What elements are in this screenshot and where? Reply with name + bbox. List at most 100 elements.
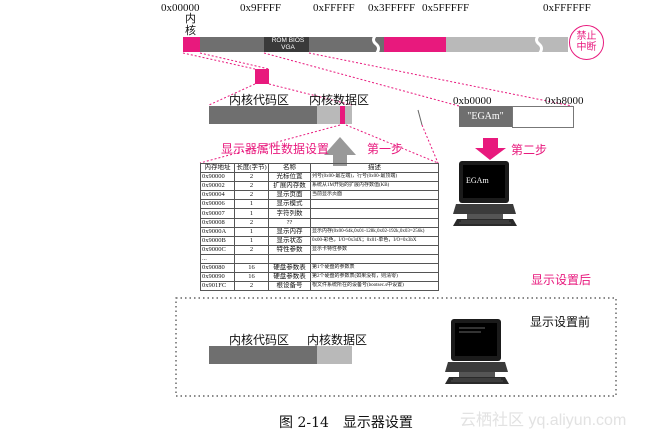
table-cell: 当前显示页面 <box>310 190 439 201</box>
table-cell: 第2个硬盘的参数表(如果没有，则清零) <box>310 272 439 283</box>
addr-label-1: 0x9FFFF <box>240 2 281 14</box>
table-cell: 16 <box>234 263 269 274</box>
table-cell: 2 <box>234 190 269 201</box>
vga-end-addr: 0xb8000 <box>545 95 584 107</box>
table-cell: 0x90007 <box>200 208 235 219</box>
no-interrupt-text-1: 禁止 <box>576 31 597 42</box>
table-cell: 0x901FC <box>200 281 235 292</box>
table-cell: 0x9000B <box>200 235 235 246</box>
table-cell: 扩展内存数 <box>268 181 311 192</box>
table-cell: 光标位置 <box>268 172 311 183</box>
addr-label-4: 0x5FFFFF <box>422 2 470 14</box>
ramdisk-segment <box>384 37 446 52</box>
table-cell: 1 <box>234 208 269 219</box>
vga-free-area <box>512 106 574 128</box>
no-interrupt-text-2: 中断 <box>576 42 597 53</box>
table-cell <box>268 253 311 265</box>
table-cell: ... <box>200 253 235 265</box>
monitor-screen-text: EGAm <box>466 176 489 185</box>
table-cell <box>310 208 439 219</box>
table-cell: 根文件系统所在的设备号(bootsec.s中设置) <box>310 281 439 292</box>
table-cell: 0x90006 <box>200 199 235 210</box>
rom-segment <box>264 37 309 52</box>
table-cell: 2 <box>234 217 269 228</box>
table-cell: 1 <box>234 199 269 210</box>
kernel-code-area-top <box>209 106 317 124</box>
table-cell: 显示内存(0x00-64k,0x01-128k,0x02-192k,0x03=2… <box>310 226 439 237</box>
step1-label: 第一步 <box>367 142 404 156</box>
addr-label-3: 0x3FFFFF <box>368 2 416 14</box>
watermark: 云栖社区 yq.aliyun.com <box>460 412 627 429</box>
table-header: 长度(字节) <box>234 162 269 174</box>
monitor-after <box>453 160 519 230</box>
table-cell: 第1个硬盘的参数表 <box>310 263 439 274</box>
table-cell: 0x9000C <box>200 244 235 255</box>
table-cell: 0x90080 <box>200 263 235 274</box>
table-cell: 字符列数 <box>268 208 311 219</box>
table-cell <box>310 217 439 228</box>
table-cell: 硬盘参数表 <box>268 263 311 274</box>
table-cell: 1 <box>234 235 269 246</box>
ext-mem-segment <box>309 37 384 52</box>
table-cell: 2 <box>234 172 269 183</box>
table-cell: 显示内存 <box>268 226 311 237</box>
table-header-row: 内存地址 长度(字节) 名称 描述 <box>200 162 439 174</box>
no-interrupt-badge: 禁止 中断 <box>569 25 604 60</box>
step2-label: 第二步 <box>511 143 548 157</box>
vga-label: VGA <box>281 44 295 51</box>
kernel-segment <box>183 37 200 52</box>
low-mem-segment <box>200 37 264 52</box>
kernel-data-label-top: 内核数据区 <box>309 93 370 107</box>
table-cell: 16 <box>234 272 269 283</box>
table-cell: 显示卡特性参数 <box>310 244 439 255</box>
kernel-data-area-top <box>317 106 352 124</box>
table-cell: 0x90002 <box>200 181 235 192</box>
table-cell: 根设备号 <box>268 281 311 292</box>
addr-label-5: 0xFFFFFF <box>543 2 591 14</box>
table-cell <box>310 253 439 265</box>
kernel-label: 内核 <box>185 12 196 37</box>
monitor-before <box>445 318 511 388</box>
table-cell: 硬盘参数表 <box>268 272 311 283</box>
table-cell: 0x90008 <box>200 217 235 228</box>
table-cell: 特性参数 <box>268 244 311 255</box>
table-cell: 系统从1M开始的扩展内存数值(KB) <box>310 181 439 192</box>
table-cell: 显示页面 <box>268 190 311 201</box>
table-row: ... <box>200 253 439 265</box>
table-cell <box>234 253 269 265</box>
rom-bios-label: ROM BIOS <box>271 37 305 44</box>
table-header: 名称 <box>268 162 311 174</box>
table-header: 内存地址 <box>200 162 235 174</box>
table-cell: 0x00-彩色，I/O=0x3dX；0x01-单色，I/O=0x3bX <box>310 235 439 246</box>
table-cell: ?? <box>268 217 311 228</box>
table-cell: 1 <box>234 226 269 237</box>
vga-start-addr: 0xb0000 <box>453 95 492 107</box>
kernel-code-label-bottom: 内核代码区 <box>229 333 290 347</box>
kernel-data-area-bottom <box>317 346 352 364</box>
table-cell: 2 <box>234 281 269 292</box>
after-setup-label: 显示设置后 <box>531 273 592 287</box>
table-cell <box>310 199 439 210</box>
vga-text-cell: "EGAm" <box>459 106 512 127</box>
before-setup-label: 显示设置前 <box>530 315 591 329</box>
table-header: 描述 <box>310 162 439 174</box>
table-cell: 2 <box>234 244 269 255</box>
kernel-code-area-bottom <box>209 346 317 364</box>
kernel-zoom-block <box>255 69 269 84</box>
display-param-block <box>340 106 345 124</box>
table-cell: 2 <box>234 181 269 192</box>
display-param-label: 显示器属性数据设置 <box>221 142 330 156</box>
